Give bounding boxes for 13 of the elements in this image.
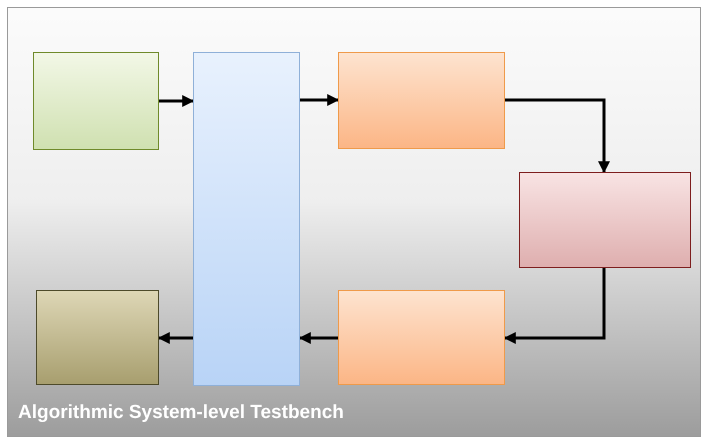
arrow — [159, 95, 194, 107]
process-box — [338, 290, 505, 385]
arrow — [505, 98, 610, 174]
process-box — [519, 172, 691, 268]
diagram-title: Algorithmic System-level Testbench — [18, 402, 344, 424]
arrow — [300, 94, 340, 106]
process-box — [33, 52, 159, 150]
arrow — [504, 268, 606, 344]
arrow — [158, 332, 193, 344]
process-box — [193, 52, 300, 386]
process-box — [36, 290, 159, 385]
process-box — [338, 52, 505, 149]
arrow — [298, 332, 338, 344]
